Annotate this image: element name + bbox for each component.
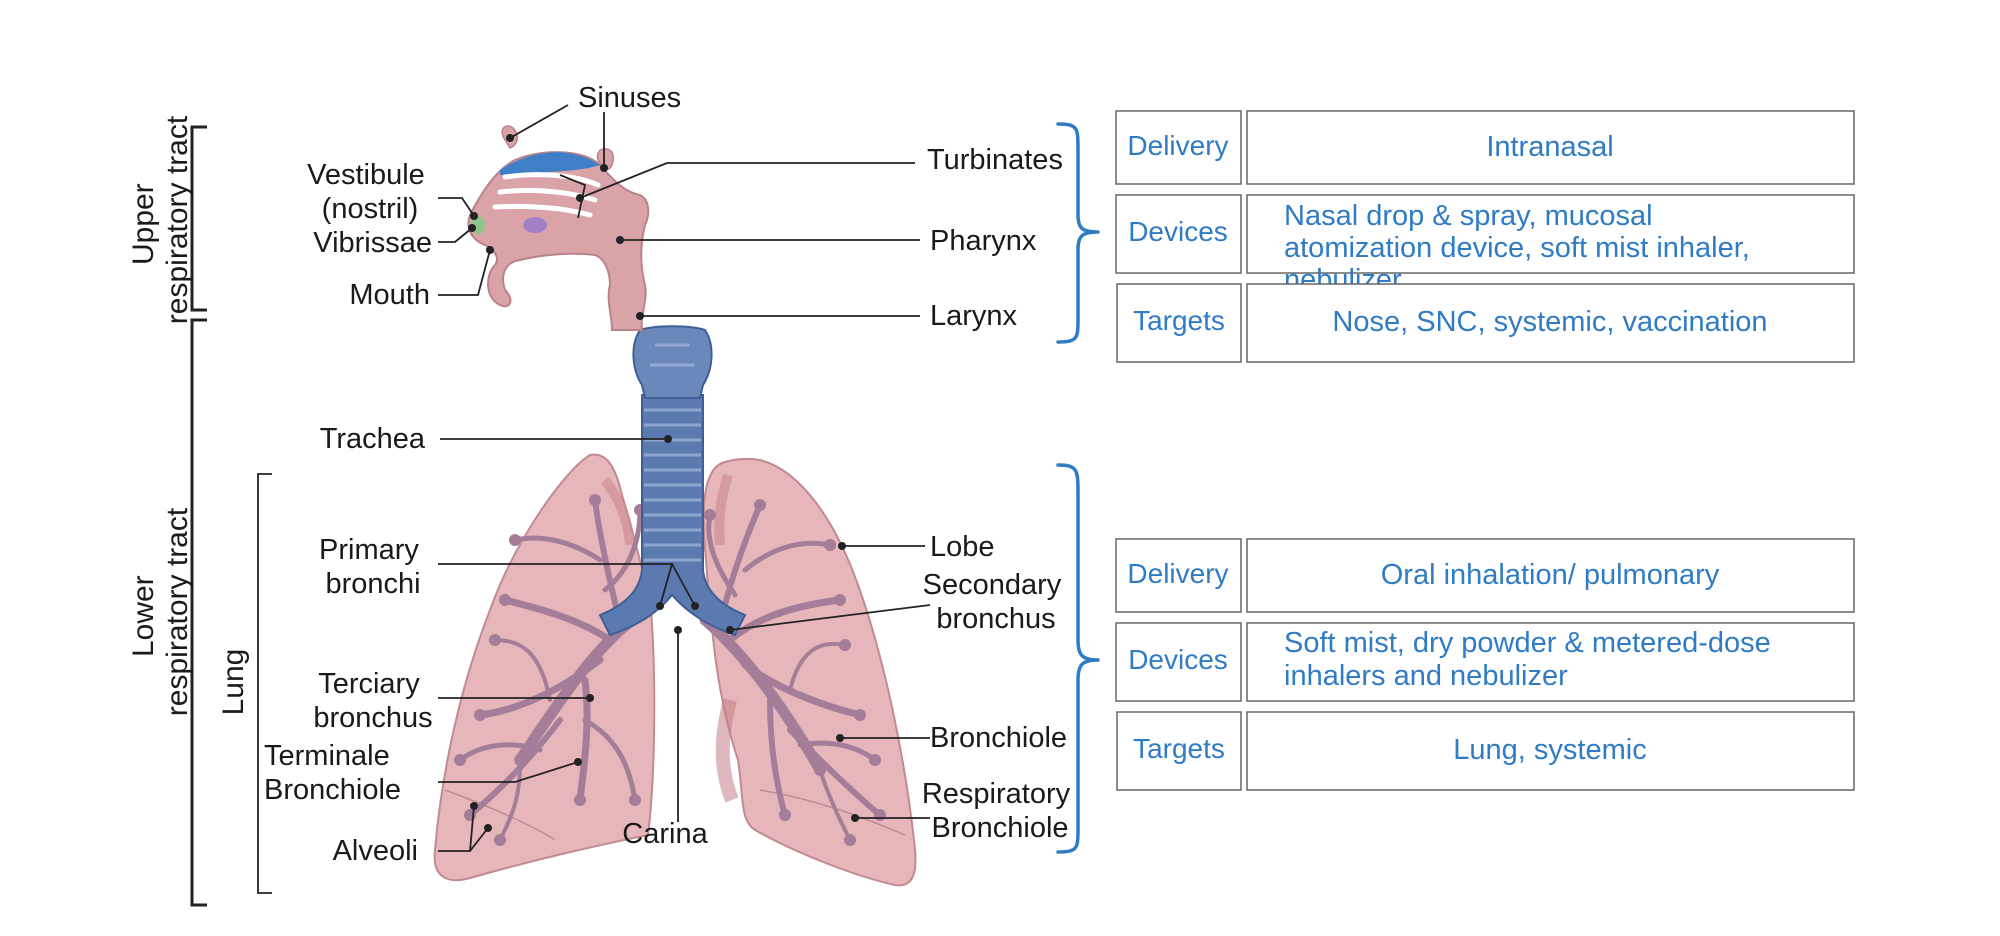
label-vibrissae: Vibrissae [313, 227, 432, 259]
section-brackets [190, 125, 272, 907]
label-primary-bronchi: Primary bronchi [319, 534, 427, 600]
upper-targets-value: Nose, SNC, systemic, vaccination [1332, 306, 1767, 338]
upper-devices-header: Devices [1128, 216, 1228, 247]
lower-targets-header: Targets [1133, 733, 1225, 764]
label-vestibule: Vestibule (nostril) [307, 159, 433, 225]
label-alveoli: Alveoli [333, 835, 418, 867]
lower-devices-header: Devices [1128, 644, 1228, 675]
trachea-illustration [598, 325, 747, 637]
label-respiratory-bronchiole: Respiratory Bronchiole [922, 778, 1078, 844]
label-trachea: Trachea [320, 423, 426, 455]
lower-targets-value-cell [1246, 711, 1855, 791]
lower-delivery-header: Delivery [1127, 558, 1228, 589]
upper-respiratory-tract-label: Upper respiratory tract [127, 115, 194, 324]
upper-targets-header-cell [1116, 283, 1242, 363]
lungs-illustration [433, 453, 917, 887]
upper-delivery-table: Delivery Intranasal Devices Nasal drop &… [1115, 110, 1855, 363]
upper-devices-value-cell [1246, 194, 1855, 274]
label-terminale-bronchiole: Terminale Bronchiole [264, 740, 401, 806]
lower-devices-header-cell [1115, 622, 1242, 702]
label-sinuses: Sinuses [578, 82, 681, 114]
lower-devices-value: Soft mist, dry powder & metered-dose inh… [1284, 627, 1779, 692]
lower-respiratory-tract-label: Lower respiratory tract [127, 507, 194, 716]
upper-devices-header-cell [1115, 194, 1242, 274]
anatomy-labels: Sinuses Vestibule (nostril) Vibrissae Mo… [264, 82, 1078, 867]
lower-devices-value-cell [1246, 622, 1855, 702]
nasal-cavity-illustration [467, 125, 650, 331]
leader-lines [438, 104, 931, 852]
lower-delivery-table: Delivery Oral inhalation/ pulmonary Devi… [1115, 538, 1855, 791]
label-mouth: Mouth [349, 279, 430, 311]
label-larynx: Larynx [930, 300, 1018, 332]
upper-delivery-value-cell [1246, 110, 1855, 185]
lower-delivery-value-cell [1246, 538, 1855, 613]
label-turbinates: Turbinates [927, 144, 1063, 176]
label-pharynx: Pharynx [930, 225, 1037, 257]
upper-brace [1056, 122, 1100, 344]
upper-devices-value: Nasal drop & spray, mucosal atomization … [1284, 200, 1758, 296]
lower-targets-value: Lung, systemic [1453, 734, 1646, 766]
lower-brace [1056, 463, 1100, 854]
lower-targets-header-cell [1116, 711, 1242, 791]
upper-delivery-value: Intranasal [1486, 131, 1613, 163]
label-lobe: Lobe [930, 531, 995, 563]
lower-delivery-value: Oral inhalation/ pulmonary [1381, 559, 1720, 591]
label-bronchiole: Bronchiole [930, 722, 1067, 754]
anatomy-illustration [433, 125, 917, 887]
upper-targets-header: Targets [1133, 305, 1225, 336]
lower-delivery-header-cell [1115, 538, 1242, 613]
upper-delivery-header-cell [1115, 110, 1242, 185]
label-secondary-bronchus: Secondary bronchus [923, 569, 1070, 635]
label-terciary-bronchus: Terciary bronchus [313, 668, 432, 734]
label-carina: Carina [622, 818, 708, 850]
upper-targets-value-cell [1246, 283, 1855, 363]
lung-section-label: Lung [217, 649, 250, 716]
upper-delivery-header: Delivery [1127, 130, 1228, 161]
